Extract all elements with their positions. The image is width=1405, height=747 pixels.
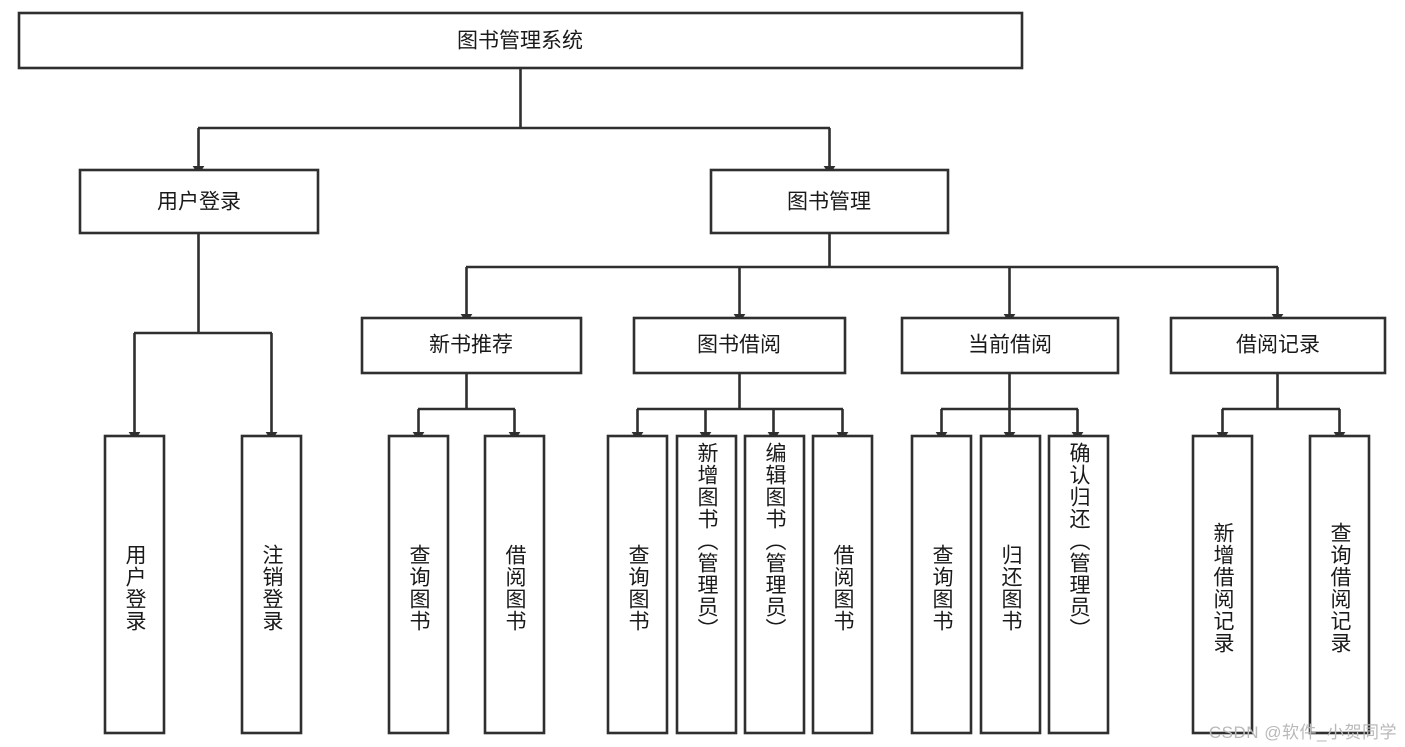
leaf-book-borrow-2[interactable]: 编辑图书（管理员） (743, 434, 806, 735)
leaf-user-login-0-box[interactable] (103, 434, 166, 735)
leaf-new-book-0[interactable]: 查询图书 (387, 434, 450, 735)
leaf-user-login-0-label-wrap: 用户登录 (123, 543, 146, 632)
leaf-borrow-record-0-label-wrap: 新增借阅记录 (1211, 521, 1234, 654)
node-user-login-label: 用户登录 (157, 191, 241, 214)
leaf-current-borrow-0-label: 查询图书 (930, 543, 953, 632)
leaf-borrow-record-1-box[interactable] (1308, 434, 1371, 735)
leaf-book-borrow-1-box[interactable] (675, 434, 738, 735)
leaf-book-borrow-0[interactable]: 查询图书 (606, 434, 669, 735)
leaf-current-borrow-1-label-wrap: 归还图书 (999, 543, 1022, 632)
node-new-book-recommend-label: 新书推荐 (429, 334, 513, 357)
node-root-label: 图书管理系统 (457, 30, 583, 53)
leaf-current-borrow-2[interactable]: 确认归还（管理员） (1047, 434, 1110, 735)
leaf-borrow-record-1-label: 查询借阅记录 (1328, 521, 1351, 654)
leaf-borrow-record-0-box[interactable] (1191, 434, 1254, 735)
leaf-book-borrow-1-label-wrap: 新增图书（管理员） (695, 442, 718, 640)
node-current-borrow[interactable]: 当前借阅 (900, 316, 1120, 375)
leaf-new-book-0-box[interactable] (387, 434, 450, 735)
leaf-book-borrow-0-box[interactable] (606, 434, 669, 735)
leaf-book-borrow-0-label-wrap: 查询图书 (626, 543, 649, 632)
node-borrow-record[interactable]: 借阅记录 (1169, 316, 1387, 375)
leaf-current-borrow-0-box[interactable] (910, 434, 973, 735)
node-current-borrow-label: 当前借阅 (968, 334, 1052, 357)
leaf-book-borrow-3-box[interactable] (811, 434, 874, 735)
csdn-watermark: CSDN @软件_小贺同学 (1208, 723, 1397, 742)
leaf-book-borrow-3-label-wrap: 借阅图书 (831, 543, 854, 632)
node-book-manage-label: 图书管理 (787, 191, 871, 214)
node-borrow-record-label: 借阅记录 (1236, 334, 1320, 357)
leaf-new-book-0-label: 查询图书 (407, 543, 430, 632)
node-root-box[interactable] (17, 11, 1024, 70)
leaf-current-borrow-2-label: 确认归还（管理员） (1067, 442, 1090, 640)
node-book-manage-box[interactable] (709, 168, 950, 235)
leaf-new-book-0-label-wrap: 查询图书 (407, 543, 430, 632)
leaf-book-borrow-1-label: 新增图书（管理员） (695, 442, 718, 640)
leaf-book-borrow-3-label: 借阅图书 (831, 543, 854, 632)
leaf-borrow-record-0[interactable]: 新增借阅记录 (1191, 434, 1254, 735)
node-current-borrow-box[interactable] (900, 316, 1120, 375)
leaf-user-login-1-label: 注销登录 (260, 543, 283, 632)
connector-layer (128, 68, 1346, 441)
node-book-borrow-box[interactable] (632, 316, 847, 375)
leaf-new-book-1-label: 借阅图书 (503, 543, 526, 632)
leaf-current-borrow-1-box[interactable] (979, 434, 1042, 735)
leaf-book-borrow-1[interactable]: 新增图书（管理员） (675, 434, 738, 735)
leaf-current-borrow-0[interactable]: 查询图书 (910, 434, 973, 735)
leaf-book-borrow-2-box[interactable] (743, 434, 806, 735)
node-book-borrow[interactable]: 图书借阅 (632, 316, 847, 375)
node-borrow-record-box[interactable] (1169, 316, 1387, 375)
node-book-manage[interactable]: 图书管理 (709, 168, 950, 235)
node-new-book-recommend-box[interactable] (360, 316, 583, 375)
node-book-borrow-label: 图书借阅 (697, 334, 781, 357)
leaf-new-book-1-label-wrap: 借阅图书 (503, 543, 526, 632)
leaf-user-login-0-label: 用户登录 (123, 543, 146, 632)
leaf-current-borrow-2-box[interactable] (1047, 434, 1110, 735)
leaf-book-borrow-0-label: 查询图书 (626, 543, 649, 632)
leaf-borrow-record-1[interactable]: 查询借阅记录 (1308, 434, 1371, 735)
leaf-new-book-1-box[interactable] (483, 434, 546, 735)
leaf-user-login-1[interactable]: 注销登录 (240, 434, 303, 735)
leaf-borrow-record-1-label-wrap: 查询借阅记录 (1328, 521, 1351, 654)
node-root[interactable]: 图书管理系统 (17, 11, 1024, 70)
leaf-current-borrow-2-label-wrap: 确认归还（管理员） (1067, 442, 1090, 640)
node-new-book-recommend[interactable]: 新书推荐 (360, 316, 583, 375)
leaf-book-borrow-2-label-wrap: 编辑图书（管理员） (763, 442, 786, 640)
leaf-user-login-1-box[interactable] (240, 434, 303, 735)
node-user-login-box[interactable] (78, 168, 320, 235)
leaf-new-book-1[interactable]: 借阅图书 (483, 434, 546, 735)
leaf-user-login-1-label-wrap: 注销登录 (260, 543, 283, 632)
leaf-borrow-record-0-label: 新增借阅记录 (1211, 521, 1234, 654)
leaf-book-borrow-3[interactable]: 借阅图书 (811, 434, 874, 735)
node-user-login[interactable]: 用户登录 (78, 168, 320, 235)
leaf-user-login-0[interactable]: 用户登录 (103, 434, 166, 735)
leaf-book-borrow-2-label: 编辑图书（管理员） (763, 442, 786, 640)
leaf-current-borrow-1-label: 归还图书 (999, 543, 1022, 632)
leaf-current-borrow-1[interactable]: 归还图书 (979, 434, 1042, 735)
leaf-current-borrow-0-label-wrap: 查询图书 (930, 543, 953, 632)
